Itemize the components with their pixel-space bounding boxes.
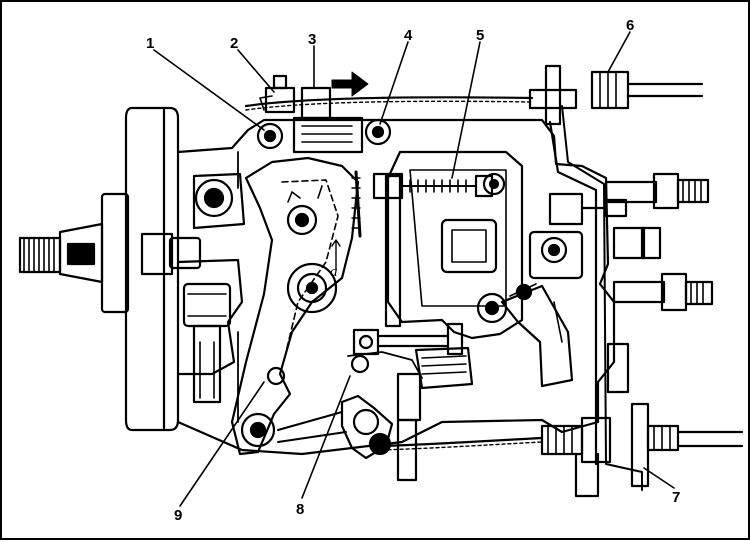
callout-2: 2 — [230, 35, 239, 52]
stop-lever — [277, 372, 422, 482]
drive-shaft — [18, 192, 174, 314]
leader-lines — [153, 31, 675, 507]
callout-7: 7 — [672, 489, 681, 506]
throttle-cable-top — [244, 64, 704, 491]
callout-6: 6 — [626, 17, 635, 34]
stop-cable-bottom — [380, 402, 744, 498]
arrow-right-icon — [331, 71, 369, 97]
callout-9: 9 — [174, 507, 183, 524]
right-fittings — [528, 172, 714, 394]
drive-flange — [124, 106, 180, 432]
callout-8: 8 — [296, 501, 305, 518]
top-screws — [256, 74, 392, 154]
pump-housing — [168, 118, 616, 456]
throttle-lever — [230, 156, 360, 456]
idle-screw-assembly — [347, 322, 474, 390]
callout-5: 5 — [476, 27, 485, 44]
dimension-a — [331, 239, 341, 271]
dimension-label-a: a — [330, 264, 338, 280]
callout-1: 1 — [146, 35, 155, 52]
callout-4: 4 — [404, 27, 413, 44]
full-load-screw — [351, 170, 628, 328]
callout-3: 3 — [308, 31, 317, 48]
